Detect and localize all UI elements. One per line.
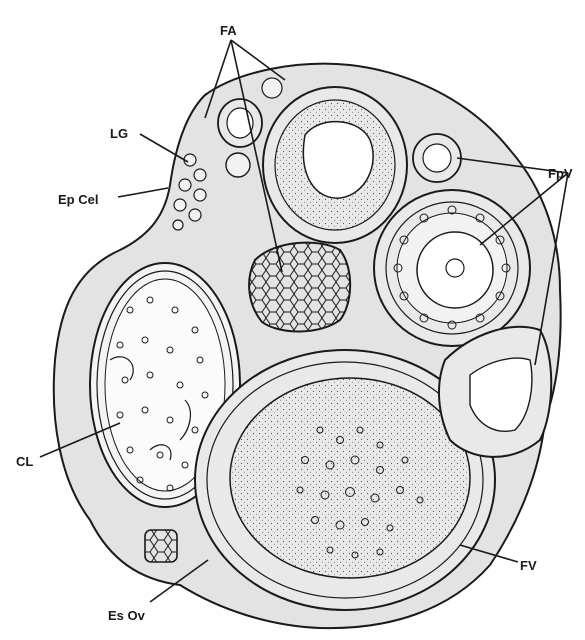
label-fpv: FpV bbox=[548, 166, 573, 181]
label-cl: CL bbox=[16, 454, 33, 469]
atretic-follicle-cells bbox=[249, 243, 350, 332]
ovarian-stroma-hilum bbox=[145, 530, 177, 562]
label-fa: FA bbox=[220, 23, 237, 38]
follicle-top-centre bbox=[263, 87, 407, 243]
label-ep-cel: Ep Cel bbox=[58, 192, 98, 207]
follicle-small-upper-right bbox=[413, 134, 461, 182]
label-fv: FV bbox=[520, 558, 537, 573]
label-lg: LG bbox=[110, 126, 128, 141]
label-es-ov: Es Ov bbox=[108, 608, 146, 623]
follicle-right-upper bbox=[374, 190, 530, 346]
